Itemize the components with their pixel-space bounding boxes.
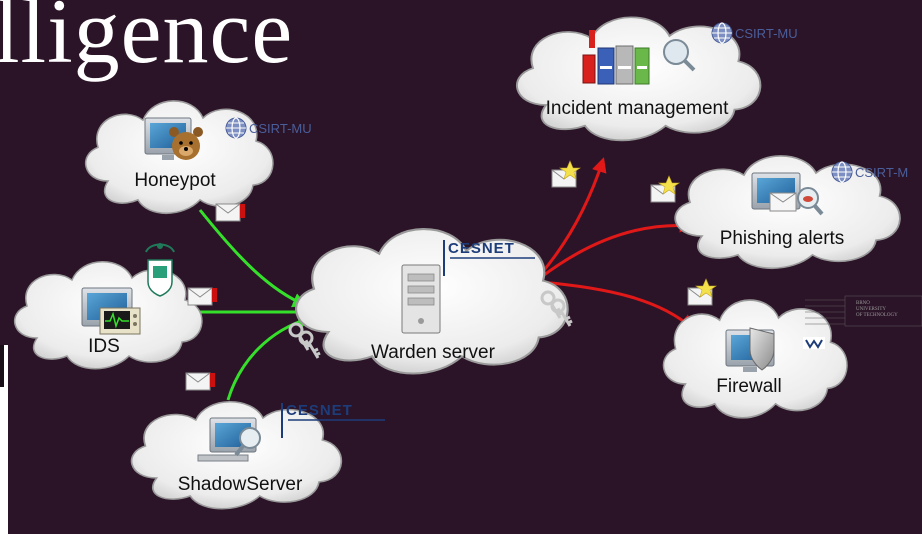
outbound-arrows (538, 157, 695, 330)
cesnet-logo-text: CESNET (286, 402, 353, 419)
incident-management-label: Incident management (546, 98, 729, 119)
cesnet-logo-text: CESNET (448, 240, 515, 257)
shadowserver-label: ShadowServer (178, 474, 303, 495)
alert-envelope-icon (551, 160, 717, 306)
binders-icon (582, 30, 696, 85)
csirt-mu-logo: CSIRT-MU (225, 117, 312, 139)
cesnet-logo: CESNET (281, 402, 385, 438)
csirt-mu-logo: CSIRT-MU (711, 22, 798, 44)
monitor-activity-icon (81, 287, 141, 335)
node-honeypot: Honeypot (84, 100, 274, 215)
monitor-shield-icon (725, 327, 775, 372)
monitor-search-icon (197, 417, 261, 462)
arrow-shadowserver-to-warden (226, 314, 313, 401)
csirt-mu-logo-text: CSIRT-MU (249, 121, 312, 136)
node-phishing-alerts: Phishing alerts (674, 155, 901, 270)
svg-text:BRNO: BRNO (856, 301, 870, 306)
cesnet-logo: CESNET (443, 240, 535, 276)
ids-label: IDS (88, 336, 120, 357)
university-crest-icon (145, 243, 175, 297)
teddy-bear-icon (169, 127, 203, 160)
svg-text:OF TECHNOLOGY: OF TECHNOLOGY (856, 313, 898, 318)
message-envelope-icon (185, 203, 245, 391)
slide-title: lligence (0, 0, 294, 82)
brno-university-logo: BRNO UNIVERSITY OF TECHNOLOGY (803, 295, 922, 349)
warden-server-label: Warden server (371, 342, 496, 363)
arrow-warden-to-incident (538, 157, 607, 276)
arrow-honeypot-to-warden (198, 209, 308, 308)
node-shadowserver: ShadowServer (130, 400, 343, 510)
csirt-mu-logo: CSIRT-M (831, 161, 908, 183)
svg-text:UNIVERSITY: UNIVERSITY (856, 307, 886, 312)
firewall-label: Firewall (716, 376, 781, 397)
arrow-warden-to-phishing (539, 217, 695, 280)
phishing-alerts-label: Phishing alerts (720, 228, 845, 249)
slide-edge-notch (0, 345, 4, 387)
honeypot-label: Honeypot (134, 170, 216, 191)
node-warden-server: Warden server (295, 227, 569, 375)
arrow-warden-to-firewall (539, 280, 695, 330)
csirt-mu-logo-text: CSIRT-MU (735, 26, 798, 41)
node-ids: IDS (13, 260, 203, 370)
monitor-phishing-icon (751, 172, 824, 216)
node-firewall: Firewall (662, 299, 848, 419)
csirt-mu-logo-text: CSIRT-M (855, 165, 908, 180)
server-tower-icon (401, 264, 441, 334)
slide-edge-bar (0, 345, 8, 534)
node-incident-management: Incident management (515, 16, 762, 142)
